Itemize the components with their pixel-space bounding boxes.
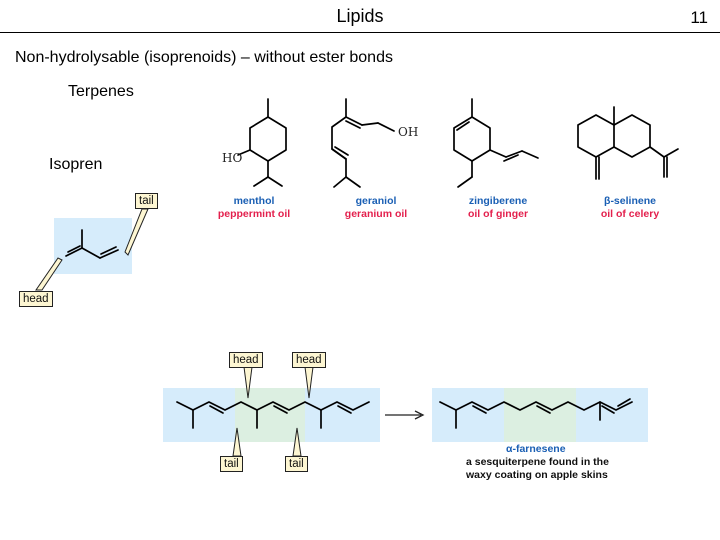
header-divider xyxy=(0,32,720,33)
menthol-ho-label: HO xyxy=(222,151,242,165)
slide-subtitle: Non-hydrolysable (isoprenoids) – without… xyxy=(15,49,393,66)
terpenes-label: Terpenes xyxy=(68,83,134,100)
chain-tail-right-tag: tail xyxy=(285,456,308,472)
geraniol-name: geraniol xyxy=(355,195,397,207)
menthol-source: peppermint oil xyxy=(217,208,291,220)
farnesene-unit-1 xyxy=(432,388,504,442)
slide-title: Lipids xyxy=(336,6,384,26)
geraniol-source: geranium oil xyxy=(344,208,408,220)
farnesene-unit-2 xyxy=(504,388,576,442)
farnesene-structure xyxy=(439,398,633,429)
menthol-name: menthol xyxy=(233,195,275,207)
beta-selinene-structure xyxy=(577,106,679,180)
unit-2-highlight xyxy=(235,388,305,442)
zingiberene-source: oil of ginger xyxy=(467,208,529,220)
isopren-label: Isopren xyxy=(49,156,103,173)
beta-selinene-name: β-selinene xyxy=(604,195,656,207)
isoprene-structure xyxy=(65,229,119,259)
reaction-arrow xyxy=(385,410,425,420)
isoprene-unit-highlight xyxy=(54,218,132,274)
isoprene-head-tag: head xyxy=(19,291,53,307)
condensation-chain-structure xyxy=(176,401,370,429)
chain-head-left-tag: head xyxy=(229,352,263,368)
unit-1-highlight xyxy=(163,388,235,442)
unit-3-highlight xyxy=(305,388,380,442)
beta-selinene-source: oil of celery xyxy=(600,208,660,220)
farnesene-caption-line2: waxy coating on apple skins xyxy=(466,469,608,481)
chain-tail-left-tag: tail xyxy=(220,456,243,472)
zingiberene-name: zingiberene xyxy=(468,195,528,207)
menthol-structure: HO xyxy=(222,98,287,187)
isoprene-tail-tag: tail xyxy=(135,193,158,209)
farnesene-unit-3 xyxy=(576,388,648,442)
chain-head-right-tag: head xyxy=(292,352,326,368)
farnesene-caption-line1: a sesquiterpene found in the xyxy=(466,456,609,468)
geraniol-oh-label: OH xyxy=(398,125,418,139)
farnesene-name: α-farnesene xyxy=(506,443,566,455)
zingiberene-structure xyxy=(453,98,539,188)
page-number: 11 xyxy=(690,8,708,27)
geraniol-structure: OH xyxy=(331,98,418,188)
